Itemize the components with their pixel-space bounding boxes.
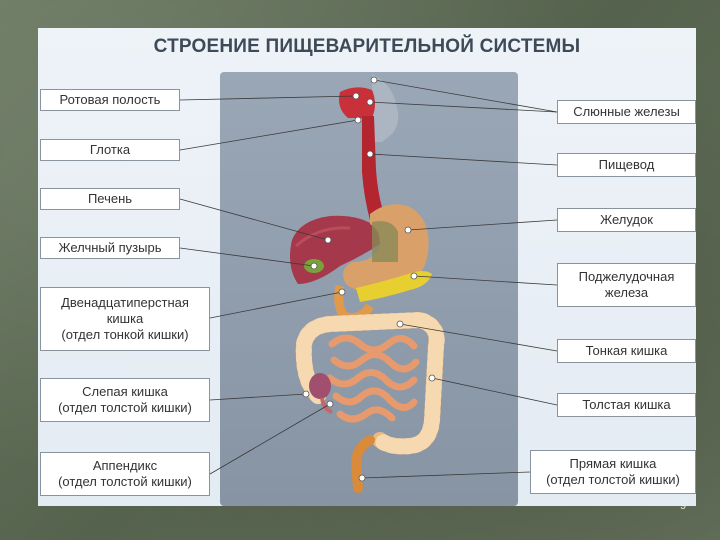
slide-title: СТРОЕНИЕ ПИЩЕВАРИТЕЛЬНОЙ СИСТЕМЫ: [153, 36, 581, 57]
label-liver: Печень: [40, 188, 180, 210]
small-intestine-shape: [326, 334, 420, 423]
label-pancreas: Поджелудочная железа: [557, 263, 696, 307]
label-large-intestine: Толстая кишка: [557, 393, 696, 417]
label-small-intestine: Тонкая кишка: [557, 339, 696, 363]
label-gallbladder: Желчный пузырь: [40, 237, 180, 259]
label-esophagus: Пищевод: [557, 153, 696, 177]
leader-lines: [179, 79, 558, 479]
cecum-shape: [309, 373, 331, 399]
label-cecum: Слепая кишка (отдел толстой кишки): [40, 378, 210, 422]
rectum-shape: [350, 435, 375, 493]
label-rectum: Прямая кишка (отдел толстой кишки): [530, 450, 696, 494]
esophagus-shape: [362, 116, 384, 220]
label-appendix: Аппендикс (отдел толстой кишки): [40, 452, 210, 496]
label-stomach: Желудок: [557, 208, 696, 232]
head-silhouette: [330, 74, 399, 142]
page-number: 9: [680, 500, 687, 512]
label-duodenum: Двенадцатиперстная кишка (отдел тонкой к…: [40, 287, 210, 351]
label-oral-cavity: Ротовая полость: [40, 89, 180, 111]
label-salivary-glands: Слюнные железы: [557, 100, 696, 124]
label-pharynx: Глотка: [40, 139, 180, 161]
appendix-shape: [320, 397, 333, 414]
pointer-dots: [302, 76, 436, 482]
oral-cavity-shape: [339, 87, 375, 118]
